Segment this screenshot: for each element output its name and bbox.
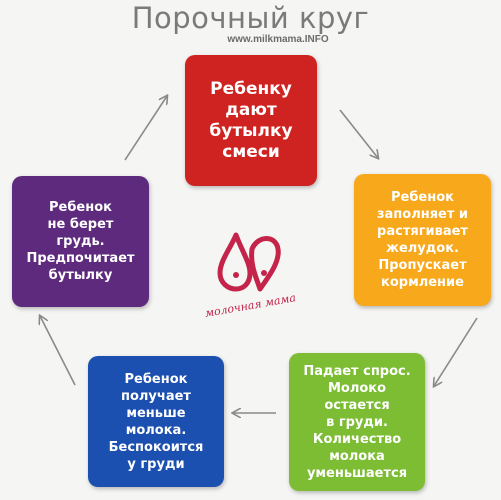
step-demand-drops-text: Падает спрос. Молоко остается в груди. К… bbox=[303, 363, 411, 481]
step-stomach-filled-text: Ребенок заполняет и растягивает желудок.… bbox=[376, 190, 469, 290]
arrow-red-to-orange bbox=[339, 109, 378, 158]
step-stomach-filled: Ребенок заполняет и растягивает желудок.… bbox=[354, 174, 491, 306]
step-give-bottle: Ребенку дают бутылку смеси bbox=[185, 55, 317, 186]
arrow-blue-to-purple bbox=[40, 316, 76, 386]
brand-logo: молочная мама bbox=[196, 225, 306, 325]
step-demand-drops: Падает спрос. Молоко остается в груди. К… bbox=[289, 353, 425, 491]
arrow-purple-to-red bbox=[124, 96, 167, 161]
step-refuses-breast-text: Ребенок не берет грудь. Предпочитает бут… bbox=[26, 200, 135, 283]
arrow-orange-to-green bbox=[434, 317, 478, 386]
step-less-milk-text: Ребенок получает меньше молока. Беспокои… bbox=[108, 371, 204, 472]
site-url: www.milkmama.INFO bbox=[227, 34, 329, 45]
step-refuses-breast: Ребенок не берет грудь. Предпочитает бут… bbox=[12, 176, 149, 307]
step-give-bottle-text: Ребенку дают бутылку смеси bbox=[209, 78, 293, 162]
step-less-milk: Ребенок получает меньше молока. Беспокои… bbox=[88, 356, 224, 487]
milk-drops-heart-logo-icon: молочная мама bbox=[204, 232, 297, 320]
page-title: Порочный круг bbox=[131, 1, 370, 35]
logo-text: молочная мама bbox=[204, 291, 297, 320]
